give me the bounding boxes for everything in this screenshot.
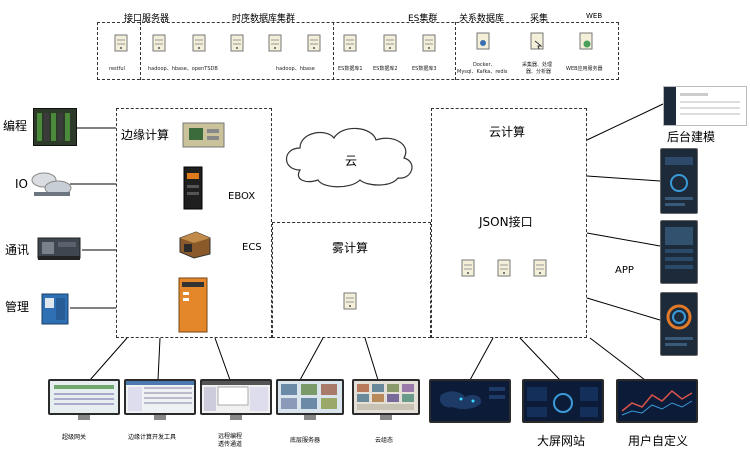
server-icon [268, 34, 282, 52]
custom-caption: 用户自定义 [628, 434, 689, 448]
collector-server-icon [530, 32, 544, 50]
gateway-monitor [48, 379, 120, 423]
config-caption: 云组态 [375, 437, 394, 444]
web-server-icon [579, 32, 593, 50]
bigscreen-caption: 大屏网站 [537, 434, 586, 448]
devtool-caption: 边缘计算开发工具 [128, 434, 177, 441]
server-icon [533, 259, 547, 277]
cloud-shape [285, 127, 413, 188]
server-icon [343, 292, 357, 310]
collector-caption-line2: 器、分析器 [526, 69, 552, 75]
es-node2-caption: ES数据库2 [373, 66, 398, 72]
es-node3-caption: ES数据库3 [412, 66, 437, 72]
industrial-unit-icon [36, 234, 82, 262]
devtool-monitor [124, 379, 196, 423]
interface-server-label: 接口服务器 [124, 14, 170, 24]
hadoop-opentsdb-caption: hadoop、hbase、openTSDB [148, 66, 218, 72]
orange-controller-icon [177, 276, 209, 334]
cloud-computing-title: 云计算 [489, 125, 526, 139]
compressor-icon [40, 292, 70, 326]
rdb-divider [455, 22, 456, 80]
collector-caption-line1: 采集器、处理 [522, 62, 553, 68]
es-node1-caption: ES数据库1 [338, 66, 363, 72]
edge-computing-title: 边缘计算 [121, 128, 170, 142]
server-caption: 底层服务器 [290, 437, 321, 444]
chiller-machine-icon [30, 170, 72, 198]
server-icon [114, 34, 128, 52]
app-phone-screen-3 [660, 292, 698, 356]
interface-divider [140, 22, 141, 80]
server-icon [230, 34, 244, 52]
ecs-label: ECS [242, 242, 262, 253]
server-icon [422, 34, 436, 52]
app-phone-screen-1 [660, 148, 698, 214]
edge-module-icon [181, 120, 226, 150]
backend-modeling-screenshot [663, 86, 747, 126]
ebox-label: EBOX [228, 191, 256, 202]
bigscreen-monitor [522, 379, 604, 427]
server-icon [497, 259, 511, 277]
remote-caption-line1: 远程编程 [218, 433, 243, 440]
server-icon [192, 34, 206, 52]
server-icon [461, 259, 475, 277]
app-phone-screen-2 [660, 220, 698, 284]
ecs-device-icon [176, 228, 214, 260]
restful-caption: restful [109, 66, 125, 72]
backend-modeling-label: 后台建模 [667, 130, 716, 144]
docker-caption-line1: Docker、 [473, 62, 496, 68]
edge-computing-box [116, 108, 272, 338]
docker-caption-line2: Mysql、Kafka、redis [457, 69, 508, 75]
cloud-label: 云 [345, 154, 358, 168]
dark-map-monitor [429, 379, 511, 427]
database-server-icon [476, 32, 490, 50]
server-icon [152, 34, 166, 52]
gateway-caption: 超级网关 [62, 434, 87, 441]
config-monitor [352, 379, 420, 423]
label-programming: 编程 [3, 119, 28, 133]
label-comm: 通讯 [5, 243, 30, 257]
custom-monitor [616, 379, 698, 427]
server-icon [383, 34, 397, 52]
plc-rack-icon [33, 108, 77, 146]
collect-label: 采集 [530, 14, 549, 24]
remote-caption-line2: 透传通道 [218, 441, 243, 448]
middle-upper-box [272, 108, 431, 223]
remote-programming-monitor [200, 379, 272, 423]
es-cluster-label: ES集群 [408, 14, 438, 24]
app-label: APP [615, 265, 634, 276]
fog-computing-title: 雾计算 [332, 241, 369, 255]
es-divider [333, 22, 334, 80]
web-label: WEB [586, 12, 603, 20]
server-icon [343, 34, 357, 52]
top-cluster-box [97, 22, 619, 80]
label-manage: 管理 [5, 300, 30, 314]
web-server-caption: WEB应用服务器 [566, 66, 603, 72]
server-icon [307, 34, 321, 52]
relational-db-label: 关系数据库 [459, 14, 505, 24]
cloud-computing-box [431, 108, 587, 338]
json-interface-label: JSON接口 [479, 215, 533, 229]
hadoop-hbase-caption: hadoop、hbase [276, 66, 315, 72]
timeseries-db-label: 时序数据库集群 [232, 14, 296, 24]
server-monitor [276, 379, 344, 423]
label-io: IO [15, 177, 28, 191]
ebox-device-icon [182, 165, 204, 211]
